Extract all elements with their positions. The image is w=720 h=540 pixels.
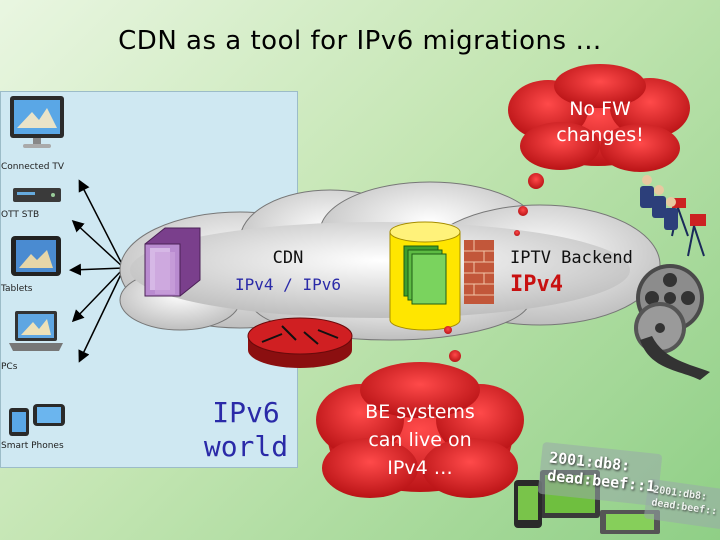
device-label: PCs [1, 362, 18, 372]
cdn-label: CDN [272, 248, 304, 268]
arrow-to-tv [78, 179, 125, 269]
router-icon [247, 317, 353, 368]
ipv6-world-line: IPv6 [212, 396, 280, 429]
firewall-icon [464, 240, 494, 304]
cdn-protocols-label: IPv4 / IPv6 [235, 275, 341, 294]
device-label: Connected TV [1, 162, 64, 172]
fw-bubble-shape [508, 64, 690, 236]
address-tile [538, 442, 662, 506]
arrow-to-tablet [69, 263, 125, 276]
tablet-icon [7, 234, 67, 284]
address-tile [644, 479, 720, 529]
broadcast-studio-icon [640, 175, 706, 257]
tv-icon [7, 94, 67, 156]
bubble-line: IPv4 … [387, 457, 453, 479]
ipv6-world-label: IPv6 world [196, 396, 296, 464]
bubble-line: No FW [569, 98, 631, 120]
cloud-core [130, 222, 630, 318]
device-label: Smart Phones [1, 441, 64, 451]
arrow-to-stb [71, 219, 125, 269]
device-arrows [69, 179, 125, 363]
laptop-icon [7, 307, 67, 359]
cdn-server-icon [144, 227, 201, 297]
smartphone-icon [7, 400, 67, 444]
be-bubble-shape [316, 326, 524, 498]
be-bubble-text: BE systems can live on IPv4 … [350, 398, 490, 482]
backend-protocol-label: IPv4 [510, 272, 563, 297]
set-top-box-icon [7, 182, 67, 216]
fw-bubble-text: No FW changes! [540, 96, 660, 148]
device-label: OTT STB [1, 210, 40, 220]
bubble-line: BE systems [365, 401, 475, 423]
bubble-line: can live on [368, 429, 472, 451]
documents-icon [403, 245, 447, 305]
film-reel-icon [634, 264, 710, 380]
backend-label: IPTV Backend [510, 248, 633, 268]
slide-title: CDN as a tool for IPv6 migrations … [118, 26, 602, 56]
ipv6-world-line: world [203, 430, 289, 463]
bubble-line: changes! [556, 124, 644, 146]
arrow-to-pc [71, 267, 125, 323]
device-label: Tablets [1, 284, 33, 294]
arrow-to-phone [78, 267, 125, 363]
